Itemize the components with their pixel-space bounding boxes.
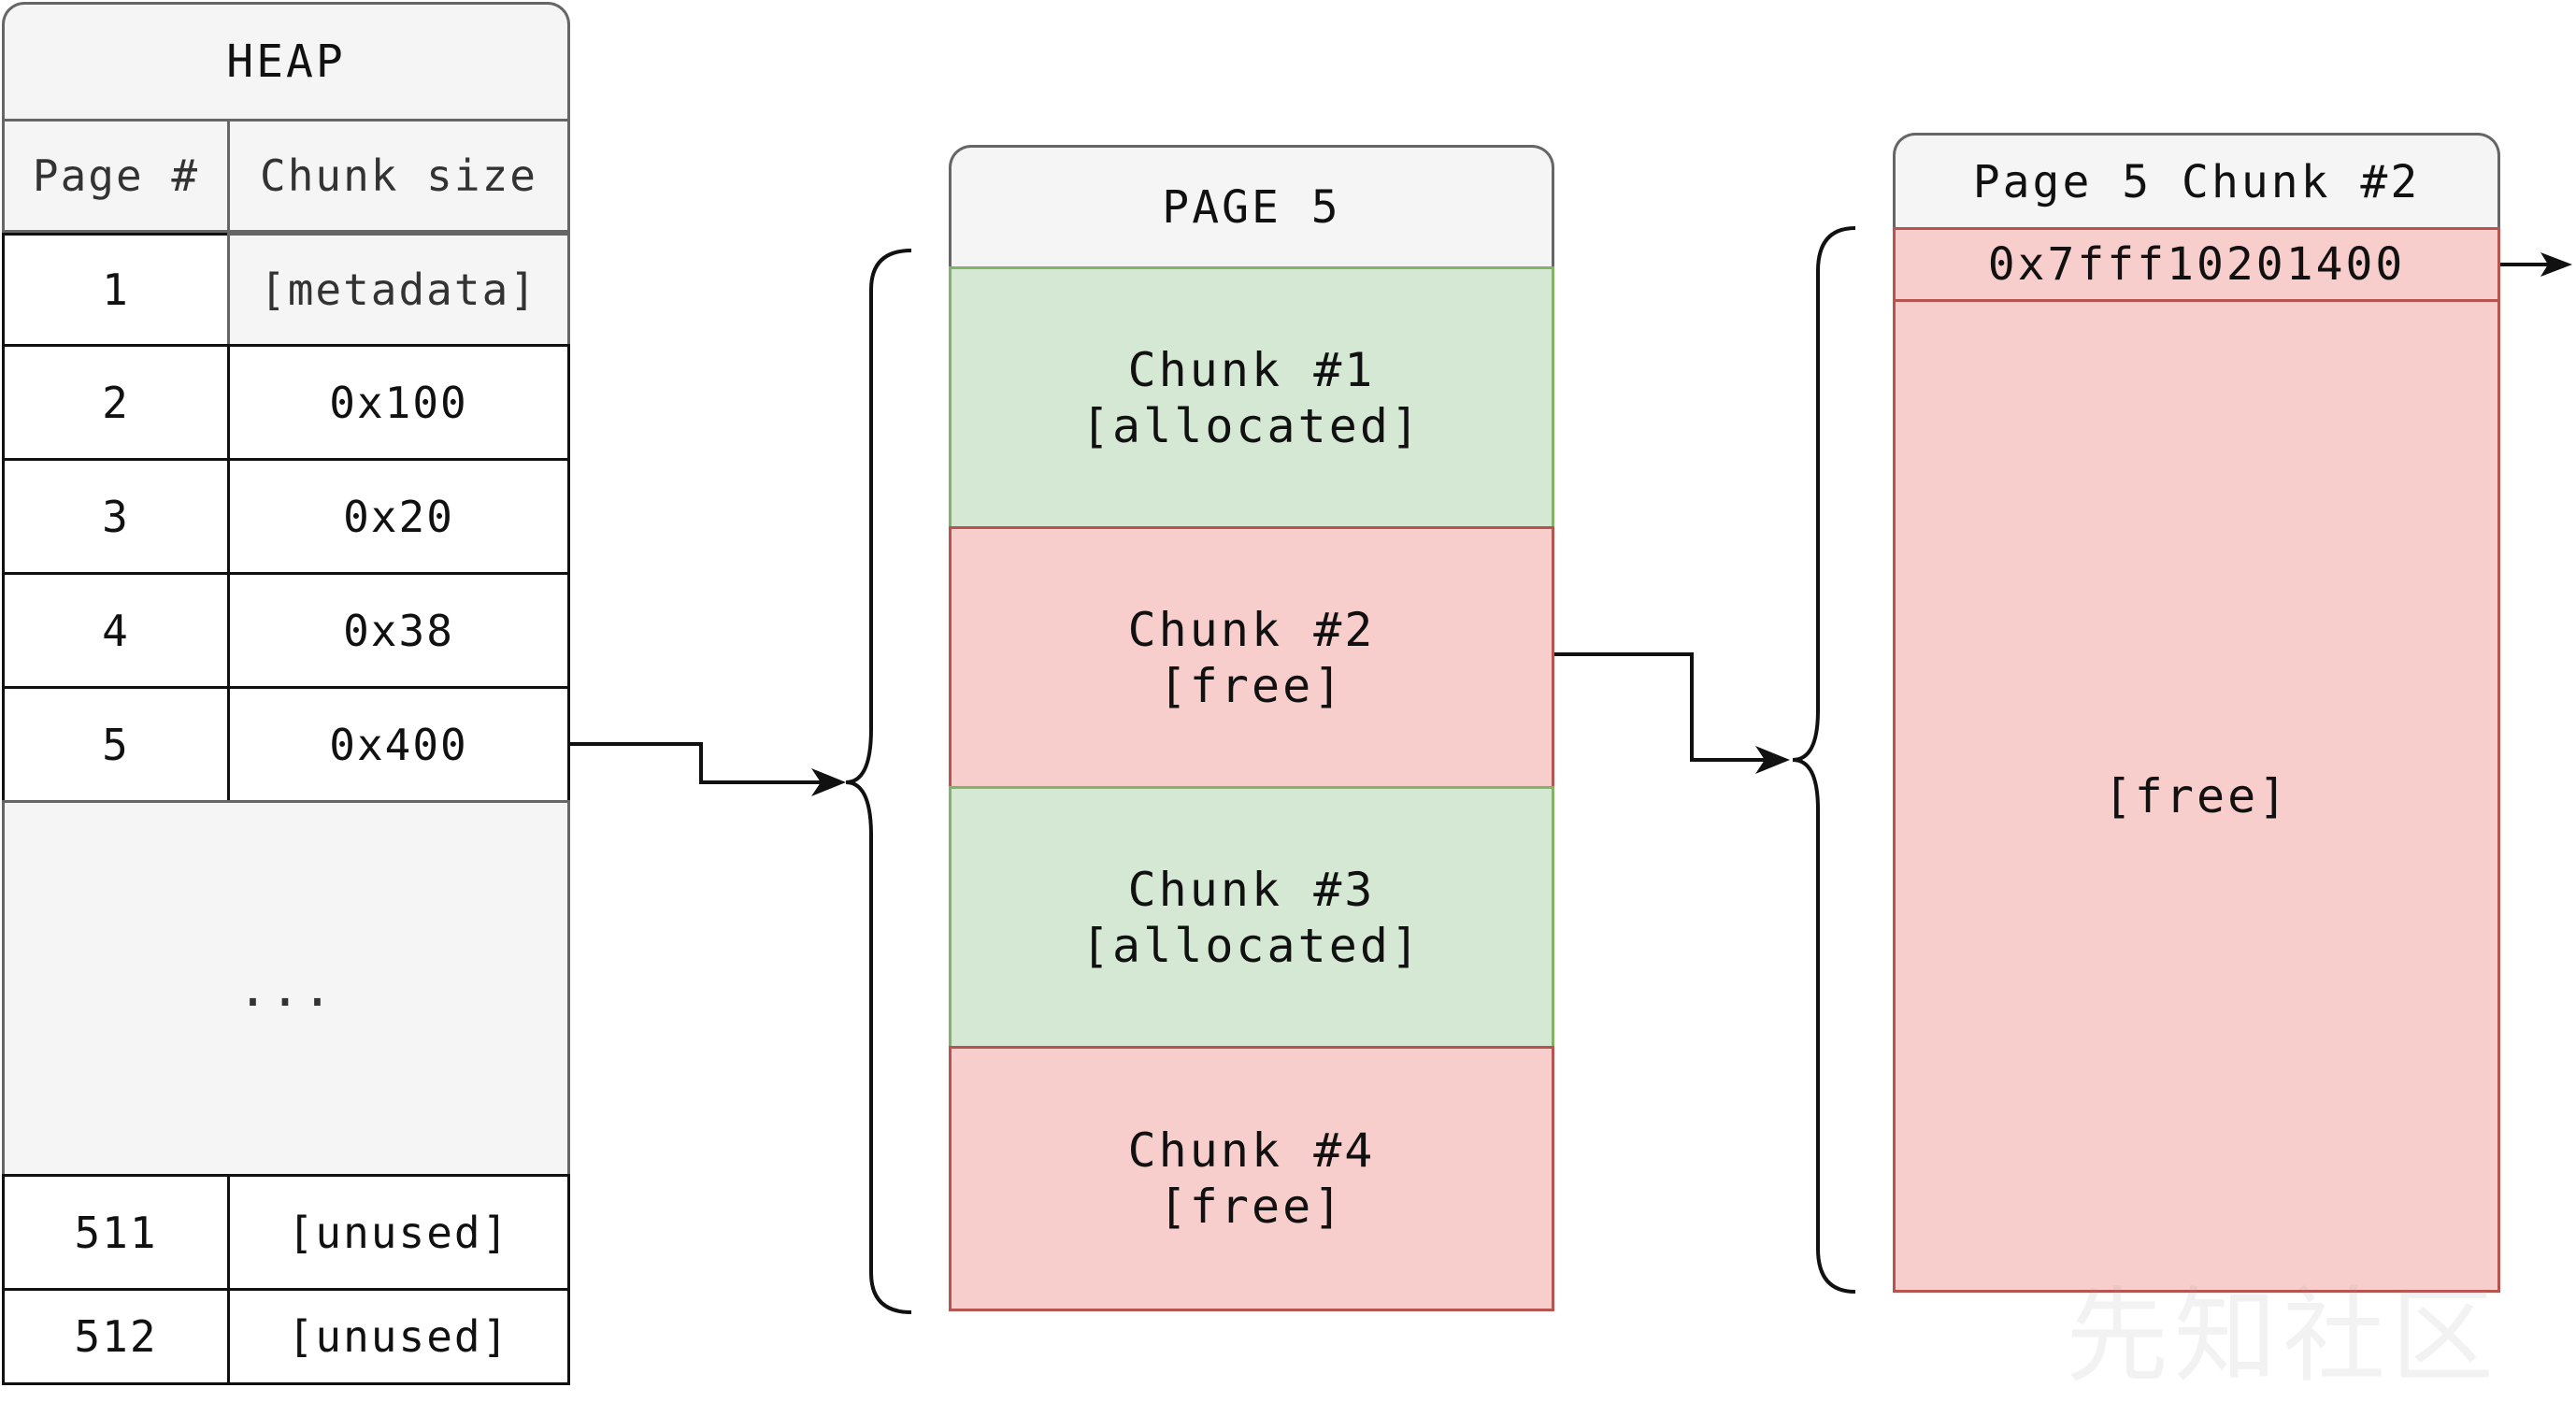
- chunk-state: [free]: [1158, 1180, 1345, 1234]
- arrowhead-icon: [811, 768, 846, 796]
- heap-row-size: [unused]: [227, 1288, 570, 1385]
- chunk2-title: Page 5 Chunk #2: [1893, 133, 2500, 229]
- chunk-state: [allocated]: [1080, 398, 1423, 453]
- heap-row-page: 2: [2, 344, 230, 461]
- heap-row-page: 1: [2, 233, 230, 347]
- arrowhead-icon: [1755, 746, 1790, 774]
- chunk2-to-detail-arrow: [1554, 652, 1785, 762]
- heap-row-size: [metadata]: [227, 233, 570, 347]
- heap-row-size: 0x100: [227, 344, 570, 461]
- page5-chunk-2: Chunk #2 [free]: [949, 526, 1554, 789]
- page5-chunk-1: Chunk #1 [allocated]: [949, 266, 1554, 529]
- chunk-state: [free]: [1158, 658, 1345, 713]
- chunk2-body: [free]: [1893, 299, 2500, 1293]
- page5-title: PAGE 5: [949, 145, 1554, 266]
- heap-ellipsis: ...: [2, 800, 570, 1177]
- heap-row-page: 4: [2, 572, 230, 689]
- heap-to-page5-arrow: [570, 742, 843, 788]
- heap-row-page: 511: [2, 1174, 230, 1291]
- page5-brace: [845, 249, 912, 1314]
- page5-chunk-4: Chunk #4 [free]: [949, 1046, 1554, 1311]
- chunk-name: Chunk #4: [1127, 1123, 1376, 1178]
- chunk2-brace: [1792, 226, 1856, 1294]
- heap-col-page-header: Page #: [2, 119, 230, 233]
- heap-row-page: 512: [2, 1288, 230, 1385]
- heap-row-page: 3: [2, 458, 230, 575]
- heap-col-size-header: Chunk size: [227, 119, 570, 233]
- heap-title: HEAP: [2, 2, 570, 119]
- chunk-state: [allocated]: [1080, 918, 1423, 973]
- heap-row-size: 0x400: [227, 686, 570, 803]
- arrowhead-icon: [2540, 252, 2572, 277]
- chunk-name: Chunk #1: [1127, 342, 1376, 397]
- watermark: 先知社区: [2066, 1277, 2499, 1396]
- chunk-name: Chunk #3: [1127, 862, 1376, 917]
- chunk-name: Chunk #2: [1127, 602, 1376, 657]
- heap-row-size: 0x20: [227, 458, 570, 575]
